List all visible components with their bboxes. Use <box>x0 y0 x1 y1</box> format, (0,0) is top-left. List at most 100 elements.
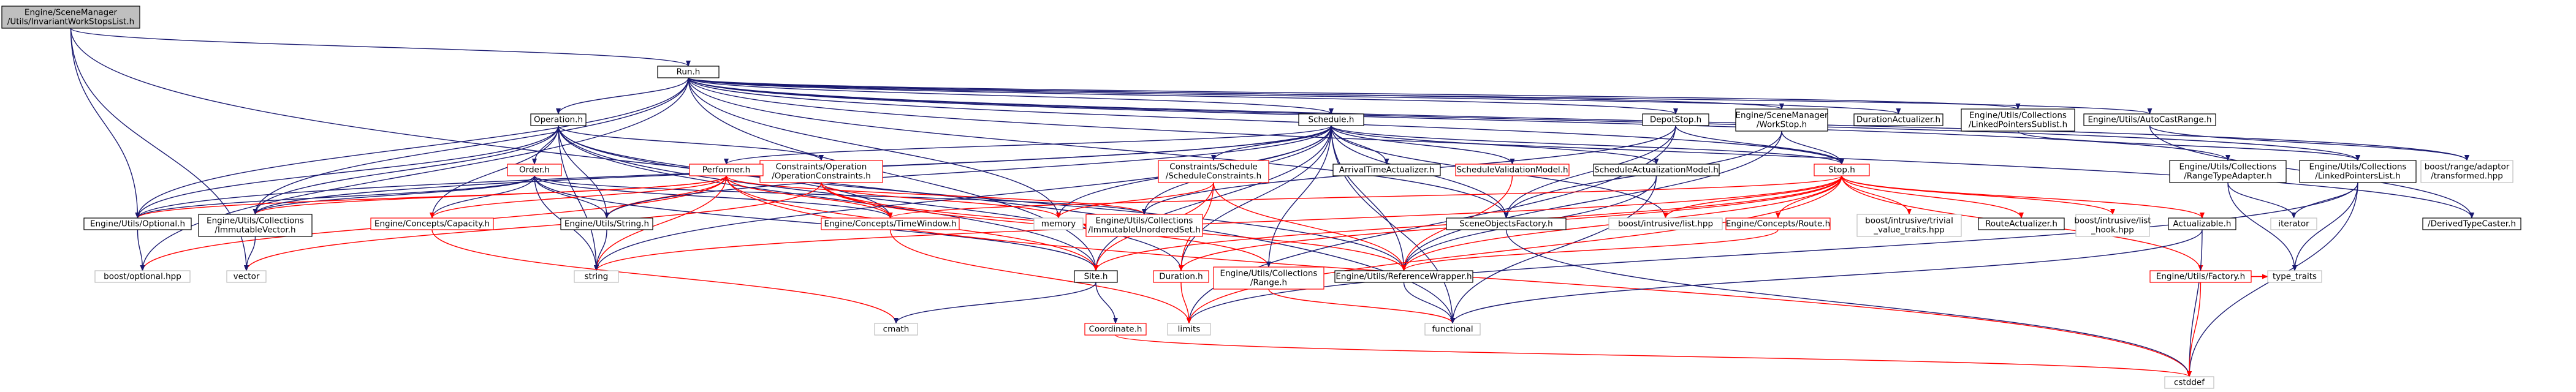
node-durationact[interactable]: DurationActualizer.h <box>1853 113 1943 126</box>
node-order-label-0: Order.h <box>519 165 550 175</box>
node-immvec-label-0: Engine/Utils/Collections <box>207 216 304 226</box>
node-collrange-box <box>1213 266 1324 290</box>
node-typetraits-box <box>2267 270 2322 283</box>
node-boostoptional-box <box>94 270 191 283</box>
node-durationh[interactable]: Duration.h <box>1153 270 1209 283</box>
node-schedvalid-box <box>1455 164 1570 176</box>
edge-performer-to-optional <box>135 175 727 219</box>
node-collrange-label-0: Engine/Utils/Collections <box>1220 269 1318 279</box>
edge-rangetype-to-iterator <box>2227 182 2297 219</box>
node-string-box <box>574 270 619 283</box>
edge-run-to-boostoptional <box>140 77 689 271</box>
node-refwrapper[interactable]: Engine/Utils/ReferenceWrapper.h <box>1334 270 1473 283</box>
node-rangetype[interactable]: Engine/Utils/Collections/RangeTypeAdapte… <box>2169 160 2287 183</box>
node-capacity[interactable]: Engine/Concepts/Capacity.h <box>370 217 494 230</box>
node-memory-label-0: memory <box>1041 219 1076 229</box>
node-workstop[interactable]: Engine/SceneManager/WorkStop.h <box>1735 108 1828 132</box>
node-strh[interactable]: Engine/Utils/String.h <box>560 217 653 230</box>
node-siteh[interactable]: Site.h <box>1074 270 1118 283</box>
edge-operation-to-constraintsop <box>558 125 824 161</box>
node-lpsublist[interactable]: Engine/Utils/Collections/LinkedPointersS… <box>1961 108 2075 132</box>
node-depotstop[interactable]: DepotStop.h <box>1642 113 1709 126</box>
edge-run-to-siteh <box>688 77 1098 271</box>
edge-siteh-to-coordinate <box>1095 282 1118 324</box>
edge-run-to-boostrange <box>688 77 2469 161</box>
edge-run-to-operation <box>556 77 689 115</box>
node-coordinate-box <box>1084 323 1147 336</box>
edge-layer <box>70 28 2474 377</box>
node-actualizable[interactable]: Actualizable.h <box>2168 217 2236 230</box>
node-schedact-box <box>1593 164 1720 176</box>
node-durationh-label-0: Duration.h <box>1159 272 1203 282</box>
node-factory[interactable]: Engine/Utils/Factory.h <box>2149 270 2252 283</box>
node-schedule[interactable]: Schedule.h <box>1298 113 1364 126</box>
node-operation-label-0: Operation.h <box>534 115 583 125</box>
node-concroute[interactable]: Engine/Concepts/Route.h <box>1725 217 1831 230</box>
node-immvec[interactable]: Engine/Utils/Collections/ImmutableVector… <box>198 214 313 237</box>
node-stop[interactable]: Stop.h <box>1814 164 1870 176</box>
node-derivedtype-label-0: /DerivedTypeCaster.h <box>2428 219 2516 229</box>
node-performer-box <box>689 164 764 176</box>
node-lplist[interactable]: Engine/Utils/Collections/LinkedPointersL… <box>2299 160 2417 183</box>
node-boostoptional-label-0: boost/optional.hpp <box>104 272 181 282</box>
edge-sceneobjf-to-cstddef <box>1505 229 2192 377</box>
node-constraintsop[interactable]: Constraints/Operation/OperationConstrain… <box>759 160 883 183</box>
node-boosttrivial-label-0: boost/intrusive/trivial <box>1865 216 1953 226</box>
node-immvec-label-1: /ImmutableVector.h <box>215 225 295 235</box>
node-timewindow-label-0: Engine/Concepts/TimeWindow.h <box>824 219 956 229</box>
node-durationact-label-0: DurationActualizer.h <box>1856 115 1940 125</box>
node-order[interactable]: Order.h <box>507 164 562 176</box>
node-immuset[interactable]: Engine/Utils/Collections/ImmutableUnorde… <box>1085 214 1203 237</box>
node-collrange[interactable]: Engine/Utils/Collections/Range.h <box>1213 266 1324 290</box>
edge-immvec-to-vector <box>244 236 256 271</box>
node-coordinate-label-0: Coordinate.h <box>1089 325 1142 334</box>
node-iterator-box <box>2270 217 2317 230</box>
node-performer[interactable]: Performer.h <box>689 164 764 176</box>
node-lplist-box <box>2299 160 2417 183</box>
node-functional: functional <box>1424 323 1481 336</box>
edge-constraintssch-to-memory <box>1056 182 1214 219</box>
edge-run-to-autocast <box>688 77 2152 115</box>
node-memory: memory <box>1033 217 1084 230</box>
node-immuset-box <box>1085 214 1203 237</box>
edge-schedule-to-schedact <box>1331 125 1659 165</box>
node-iterator-label-0: iterator <box>2278 219 2309 229</box>
node-boostlist-label-0: boost/intrusive/list.hpp <box>1618 219 1713 229</box>
node-limits-label-0: limits <box>1178 325 1201 334</box>
node-order-box <box>507 164 562 176</box>
node-timewindow[interactable]: Engine/Concepts/TimeWindow.h <box>821 217 960 230</box>
edge-collrange-to-functional <box>1268 288 1455 324</box>
edge-run-to-optional <box>135 77 689 219</box>
node-boostrange-box <box>2420 160 2513 183</box>
node-routeact-label-0: RouteActualizer.h <box>1985 219 2057 229</box>
node-sceneobjf[interactable]: SceneObjectsFactory.h <box>1446 217 1567 230</box>
node-functional-label-0: functional <box>1432 325 1473 334</box>
edge-run-to-depotstop <box>688 77 1678 115</box>
edge-refwrapper-to-functional <box>1403 282 1455 324</box>
edge-stop-to-routeact <box>1841 175 2024 219</box>
node-stop-box <box>1814 164 1870 176</box>
node-operation-box <box>530 113 587 126</box>
node-derivedtype[interactable]: /DerivedTypeCaster.h <box>2422 217 2521 230</box>
edge-schedule-to-refwrapper <box>1331 125 1407 271</box>
edge-performer-to-string <box>594 175 727 271</box>
edge-run-to-schedule <box>688 77 1334 115</box>
node-workstop-label-1: /WorkStop.h <box>1757 120 1807 130</box>
node-limits-box <box>1167 323 1211 336</box>
node-operation[interactable]: Operation.h <box>530 113 587 126</box>
node-optional[interactable]: Engine/Utils/Optional.h <box>83 217 192 230</box>
node-coordinate[interactable]: Coordinate.h <box>1084 323 1147 336</box>
edge-schedule-to-constraintssch <box>1211 125 1332 161</box>
node-autocast[interactable]: Engine/Utils/AutoCastRange.h <box>2083 113 2216 126</box>
node-constraintssch[interactable]: Constraints/Schedule/ScheduleConstraints… <box>1158 160 1269 183</box>
node-rangetype-box <box>2169 160 2287 183</box>
node-run[interactable]: Run.h <box>657 66 720 78</box>
node-routeact[interactable]: RouteActualizer.h <box>1978 217 2065 230</box>
node-root[interactable]: Engine/SceneManager/Utils/InvariantWorkS… <box>1 6 140 29</box>
edge-factory-to-cstddef <box>2187 282 2202 377</box>
node-typetraits-label-0: type_traits <box>2273 272 2317 282</box>
node-schedvalid[interactable]: ScheduleValidationModel.h <box>1455 164 1570 176</box>
node-arrivaltime[interactable]: ArrivalTimeActualizer.h <box>1332 164 1441 176</box>
node-schedact[interactable]: ScheduleActualizationModel.h <box>1593 164 1720 176</box>
edge-performer-to-immuset <box>726 175 1147 215</box>
